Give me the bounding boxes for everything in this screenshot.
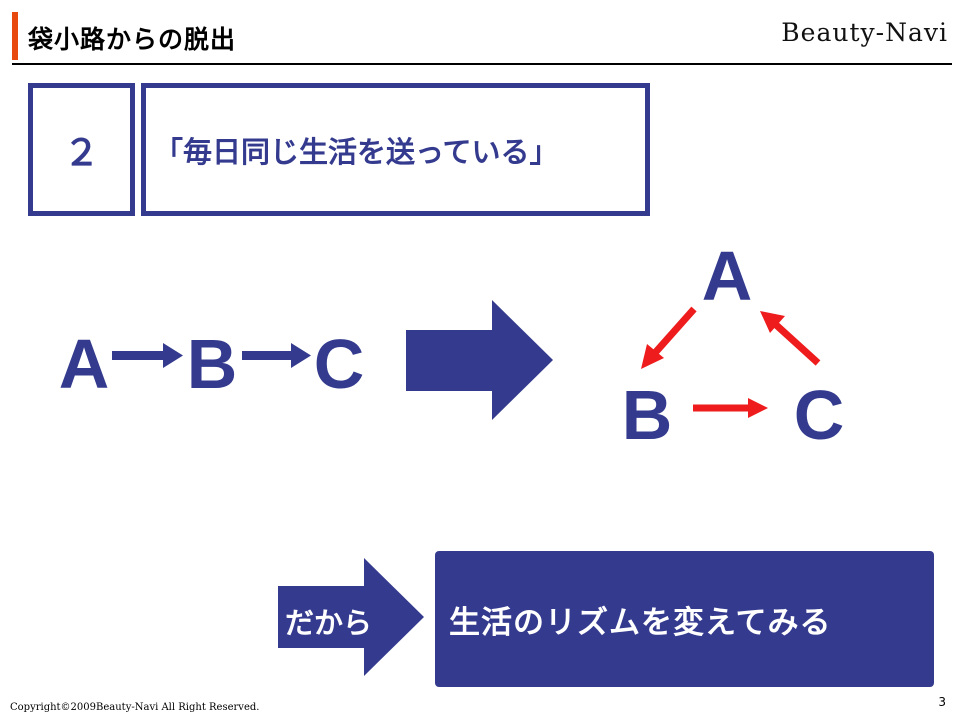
quote-text: 「毎日同じ生活を送っている」 xyxy=(154,134,559,169)
header-accent-bar xyxy=(12,12,18,60)
transition-arrow xyxy=(406,300,553,420)
conclusion-box: 生活のリズムを変えてみる xyxy=(435,551,934,687)
page-number: 3 xyxy=(938,695,946,709)
cycle-label-b: B xyxy=(622,376,673,454)
cycle-label-a: A xyxy=(702,237,753,315)
cycle-arrow-a-to-b xyxy=(641,306,697,369)
connector-label: だから xyxy=(285,606,373,640)
conclusion-text: 生活のリズムを変えてみる xyxy=(449,604,832,641)
point-number-box: ２ xyxy=(28,83,135,216)
cycle-arrow-c-to-a xyxy=(760,311,821,366)
cycle-label-c: C xyxy=(794,376,845,454)
slide-title: 袋小路からの脱出 xyxy=(28,25,237,54)
linear-arrow-bc xyxy=(242,343,311,368)
linear-label-a: A xyxy=(59,325,110,403)
linear-label-b: B xyxy=(187,325,238,403)
linear-arrow-ab xyxy=(112,343,183,368)
cycle-arrow-b-to-c xyxy=(693,398,768,418)
linear-label-c: C xyxy=(314,325,365,403)
brand-logo: Beauty-Navi xyxy=(781,18,948,47)
header-divider xyxy=(12,63,952,65)
point-number: ２ xyxy=(63,132,100,174)
quote-box: 「毎日同じ生活を送っている」 xyxy=(141,83,650,216)
routine-diagram: A B C A B C xyxy=(59,237,845,454)
connector-arrow xyxy=(278,558,424,676)
copyright-text: Copyright©2009Beauty-Navi All Right Rese… xyxy=(10,702,260,713)
